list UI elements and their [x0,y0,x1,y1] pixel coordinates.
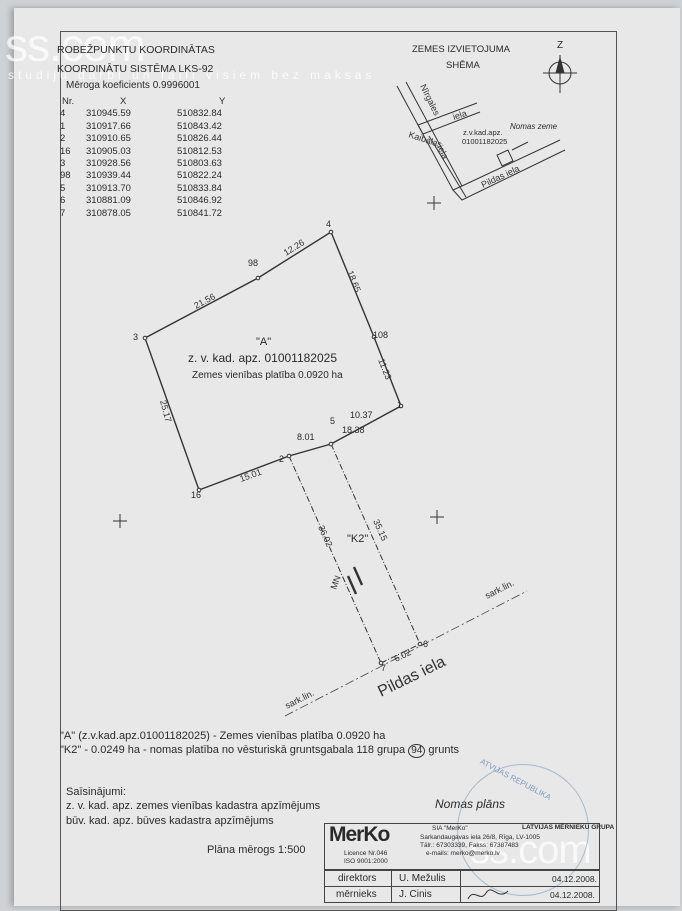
company-phone: Tālr.: 67303339, Fakss: 67387483 [420,842,519,849]
parcel-a-cad-number: z. v. kad. apz. 01001182025 [188,351,337,365]
sign-cell [460,886,600,903]
abbr-line1: z. v. kad. apz. zemes vienības kadastra … [66,800,321,812]
dim-801: 8.01 [297,432,315,442]
point-1: 1 [397,400,403,410]
company-name: SIA "MerKo" [432,825,468,832]
red-line-label: sark.lin. [483,578,515,601]
coords-system: KOORDINĀTU SISTĒMA LKS-92 [57,63,214,75]
col-x: X [120,96,127,107]
scheme-cad-line1: z.v.kad.apz. [463,128,503,137]
note-parcel-a: "A" (z.v.kad.apz.01001182025) - Zemes vi… [60,730,386,742]
scheme-street-iela2: iela [435,143,450,160]
parcel-k2-label: "K2" [347,533,369,545]
survey-points [142,229,423,666]
parcel-a-label: "A" [256,336,272,348]
dim-1123: 11.23 [376,357,393,381]
point-4: 4 [326,219,332,229]
col-nr: Nr. [62,96,75,107]
abbr-title: Saīsinājumi: [66,786,126,798]
point-108: 108 [373,330,389,340]
dim-2517: 25.17 [158,399,173,423]
point-7: 7 [381,663,387,673]
north-label: Z [557,40,564,51]
dim-1037: 10.37 [350,410,373,420]
dim-3602: 36.02 [316,524,334,549]
company-email: e-mails: merko@merko.lv [426,850,500,857]
scheme-subtitle: SHĒMA [446,60,480,71]
company-logo: MerKo [329,823,390,846]
table-header: Nr. X Y [58,96,227,108]
location-scheme [396,81,566,210]
watermark-subtitle: studiju darbi un faili visiem bez maksas [8,68,376,82]
point-16: 16 [191,490,202,500]
note-parcel-k2: "K2" - 0.0249 ha - nomas platība no vēst… [60,744,459,758]
point-2: 2 [279,454,285,464]
dim-1865: 18.65 [345,269,363,294]
date-director: 04.12.2008. [552,874,597,884]
name-director: U. Mežulis [399,873,446,884]
dim-1838: 18.38 [342,425,365,435]
red-lines [284,590,528,717]
company-address: Sarkandaugavas iela 26/8, Rīga, LV-1005 [420,834,540,841]
licence: Licence Nr.046 [344,850,388,857]
company-header [324,823,600,870]
note-k2-suffix: grunts [428,744,459,756]
scheme-street-pildas: Pildas iela [480,163,521,189]
point-98: 98 [248,258,259,268]
point-6: 6 [423,639,429,649]
company-seal [457,764,589,896]
scheme-rent-land: Nomas zeme [510,122,558,131]
dim-2156: 21.56 [192,291,217,310]
abbr-line2: būv. kad. apz. būves kadastra apzīmējums [66,815,274,827]
point-5: 5 [330,416,336,426]
grid-crosses [113,510,444,528]
role-director: direktors [338,873,377,884]
scheme-street-iela1: iela [452,108,468,122]
name-surveyor: J. Cinis [399,889,432,900]
plan-scale: Plāna mērogs 1:500 [207,844,306,856]
date-surveyor: 04.12.2008. [550,890,595,900]
north-arrow-icon [543,55,577,93]
surveyor-signature [467,889,509,900]
mn-marker [346,566,364,595]
association-name: LATVIJAS MĒRNIEKU GRUPA [522,824,615,831]
watermark-logo: ss.com [5,19,146,71]
iso-cert: ISO 9001:2000 [344,858,388,865]
parcel-a-area: Zemes vienības platība 0.0920 ha [192,370,343,381]
col-y: Y [219,96,226,107]
scheme-title: ZEMES IZVIETOJUMA [412,44,511,55]
note-k2-text: "K2" - 0.0249 ha - nomas platība no vēst… [60,744,406,756]
title-block: MerKo Licence Nr.046 ISO 9001:2000 SIA "… [324,823,614,905]
scale-coefficient: Mēroga koeficients 0.9996001 [66,80,200,91]
dim-1501: 15.01 [238,467,263,484]
red-line-label-2: sark.lin. [283,688,315,711]
scheme-cad-line2: 01001182025 [462,137,508,146]
mn-label: MN [328,574,342,591]
plan-sheet [14,8,680,911]
note-k2-group: 94 [408,744,426,758]
parcel-k2 [288,443,421,664]
dim-602: 6.02 [392,647,412,664]
point-3: 3 [133,332,139,342]
role-surveyor: mērnieks [336,889,377,900]
coords-title: ROBEŽPUNKTU KOORDINĀTAS [57,44,215,56]
dim-3515: 35.15 [371,518,389,543]
